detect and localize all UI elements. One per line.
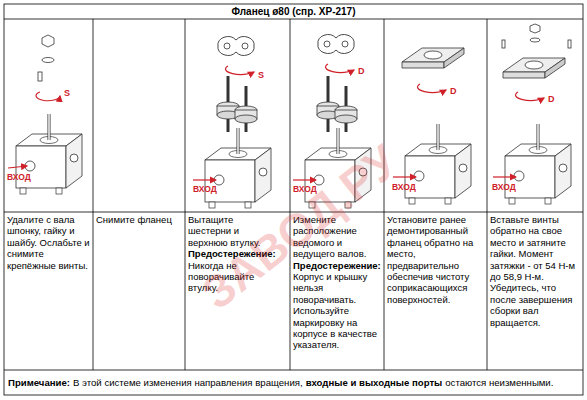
column-line [185, 19, 186, 370]
inlet-arrow [8, 166, 27, 168]
rotation-label: S [64, 88, 70, 98]
rotation-arrow [516, 92, 544, 101]
column-line [290, 19, 291, 370]
step-cell: Удалите с вала шпонку, гайку и шайбу. Ос… [4, 214, 93, 271]
row-line [4, 370, 583, 371]
step-cell: Вставьте винты обратно на свое место и з… [487, 214, 583, 328]
caution-heading: Предостережение: [293, 260, 381, 271]
key [38, 72, 42, 81]
note-emphasis: входные и выходные порты [306, 377, 443, 388]
pump-body [405, 124, 471, 204]
step-text: Снимите фланец [96, 214, 182, 225]
step-text: Удалите с вала шпонку, гайку и шайбу. Ос… [7, 214, 90, 271]
inlet-label: ВХОД [492, 182, 516, 192]
row-line [4, 19, 583, 20]
table-title: Фланец ø80 (спр. XP-217) [4, 4, 583, 19]
table-grid [4, 4, 583, 395]
nut [530, 24, 540, 33]
caution-text: Корпус и крышку нельзя поворачивать. Исп… [293, 271, 381, 351]
washer [530, 38, 540, 42]
inlet-arrow [493, 176, 516, 177]
nut [42, 35, 54, 47]
note-text: остаются неизменными. [445, 377, 553, 388]
rotation-arrow [36, 92, 60, 101]
step-cell: Установите ранее демонтированный фланец … [384, 214, 487, 305]
inlet-label: ВХОД [193, 184, 217, 194]
table-border [4, 4, 583, 395]
bushing [318, 35, 354, 54]
rotation-arrow [226, 66, 254, 75]
step-text: Установите ранее демонтированный фланец … [387, 214, 484, 305]
step-6-drawing: D ВХОД [492, 24, 571, 204]
key [502, 40, 505, 48]
rotation-label: D [450, 86, 457, 96]
step-text: Вставьте винты обратно на свое место и з… [490, 214, 580, 328]
note-row: Примечание:В этой системе изменения напр… [8, 374, 580, 391]
pump-body [16, 114, 82, 194]
rotation-label: D [548, 94, 555, 104]
key [568, 40, 571, 48]
rotation-label: S [258, 70, 264, 80]
bushing [218, 37, 254, 56]
step-3-drawing: S ВХОД [193, 37, 271, 208]
inlet-label: ВХОД [7, 172, 31, 182]
step-1-drawing: S ВХОД [7, 35, 82, 194]
rotation-arrow [326, 64, 354, 73]
inlet-arrow [293, 179, 316, 180]
note-text: В этой системе изменения направления вра… [73, 377, 303, 388]
gears [317, 76, 357, 132]
step-5-drawing: D ВХОД [392, 48, 471, 204]
rotation-arrow [418, 84, 446, 93]
column-line [93, 19, 94, 370]
rotation-label: D [358, 66, 365, 76]
pump-body [505, 124, 571, 204]
flange [402, 48, 464, 68]
inlet-arrow [193, 179, 216, 180]
step-cell: Снимите фланец [93, 214, 185, 225]
flange [503, 58, 565, 78]
gears [217, 76, 257, 132]
column-line [487, 19, 488, 370]
note-heading: Примечание: [8, 377, 70, 388]
washer [42, 58, 54, 63]
pump-body [205, 128, 271, 208]
